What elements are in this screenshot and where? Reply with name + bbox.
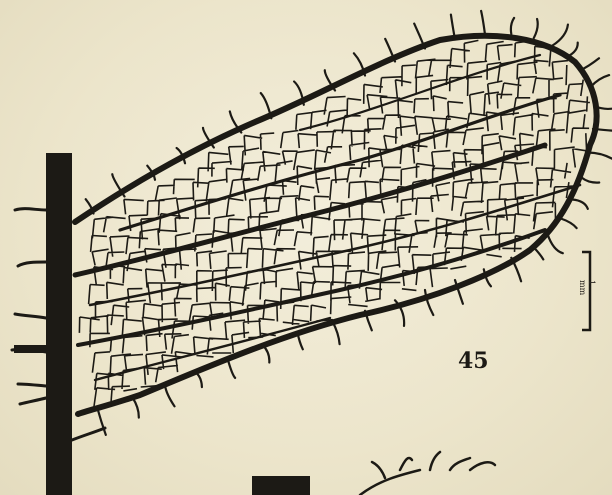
figure-number: 45 (458, 348, 489, 374)
stem (46, 153, 72, 495)
areole-network (79, 40, 590, 407)
low-vein (95, 318, 330, 380)
marginal-hairs (86, 11, 612, 435)
hair-set (86, 11, 612, 435)
second-figure-hairs (360, 452, 495, 495)
apex-vein (300, 55, 540, 130)
stem-node (14, 345, 46, 353)
scale-label: 1 mm (578, 280, 596, 296)
second-figure-stem (252, 476, 310, 495)
areole-mesh (79, 40, 590, 407)
